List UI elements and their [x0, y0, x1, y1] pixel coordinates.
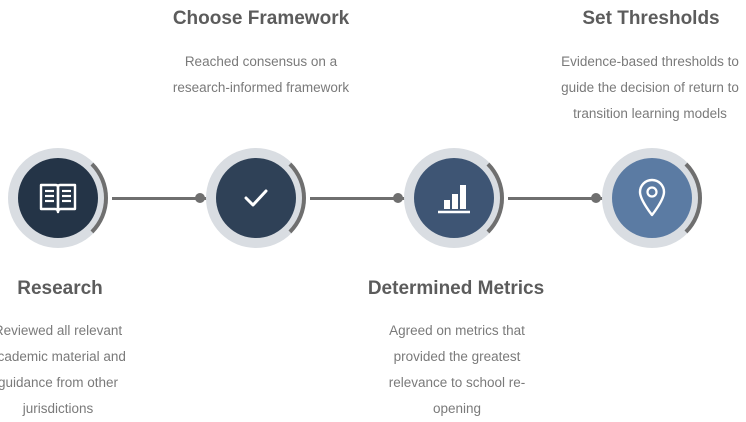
bar-chart-icon [438, 185, 470, 214]
connector-2-3 [310, 197, 406, 200]
step-research-title: Research [17, 278, 103, 299]
step-framework-circle [206, 148, 306, 248]
connector-dot-3 [591, 193, 601, 203]
step-thresholds-description: Evidence-based thresholds to guide the d… [561, 54, 739, 121]
step-research-circle [8, 148, 108, 248]
connector-dot-1 [195, 193, 205, 203]
step-metrics-title: Determined Metrics [367, 278, 545, 299]
book-icon [39, 183, 77, 214]
connector-dot-2 [393, 193, 403, 203]
step-research-description: Reviewed all relevant academic material … [0, 323, 126, 416]
connector-3-4 [508, 197, 604, 200]
step-metrics-description: Agreed on metrics that provided the grea… [388, 323, 526, 416]
step-thresholds-title: Set Thresholds [582, 8, 720, 29]
checkmark-icon [244, 189, 268, 207]
step-thresholds-circle [602, 148, 702, 248]
step-framework-title: Choose Framework [172, 8, 350, 29]
location-pin-icon [638, 178, 666, 217]
step-framework-description: Reached consensus on a research-informed… [172, 54, 350, 95]
connector-1-2 [112, 197, 208, 200]
step-metrics-circle [404, 148, 504, 248]
